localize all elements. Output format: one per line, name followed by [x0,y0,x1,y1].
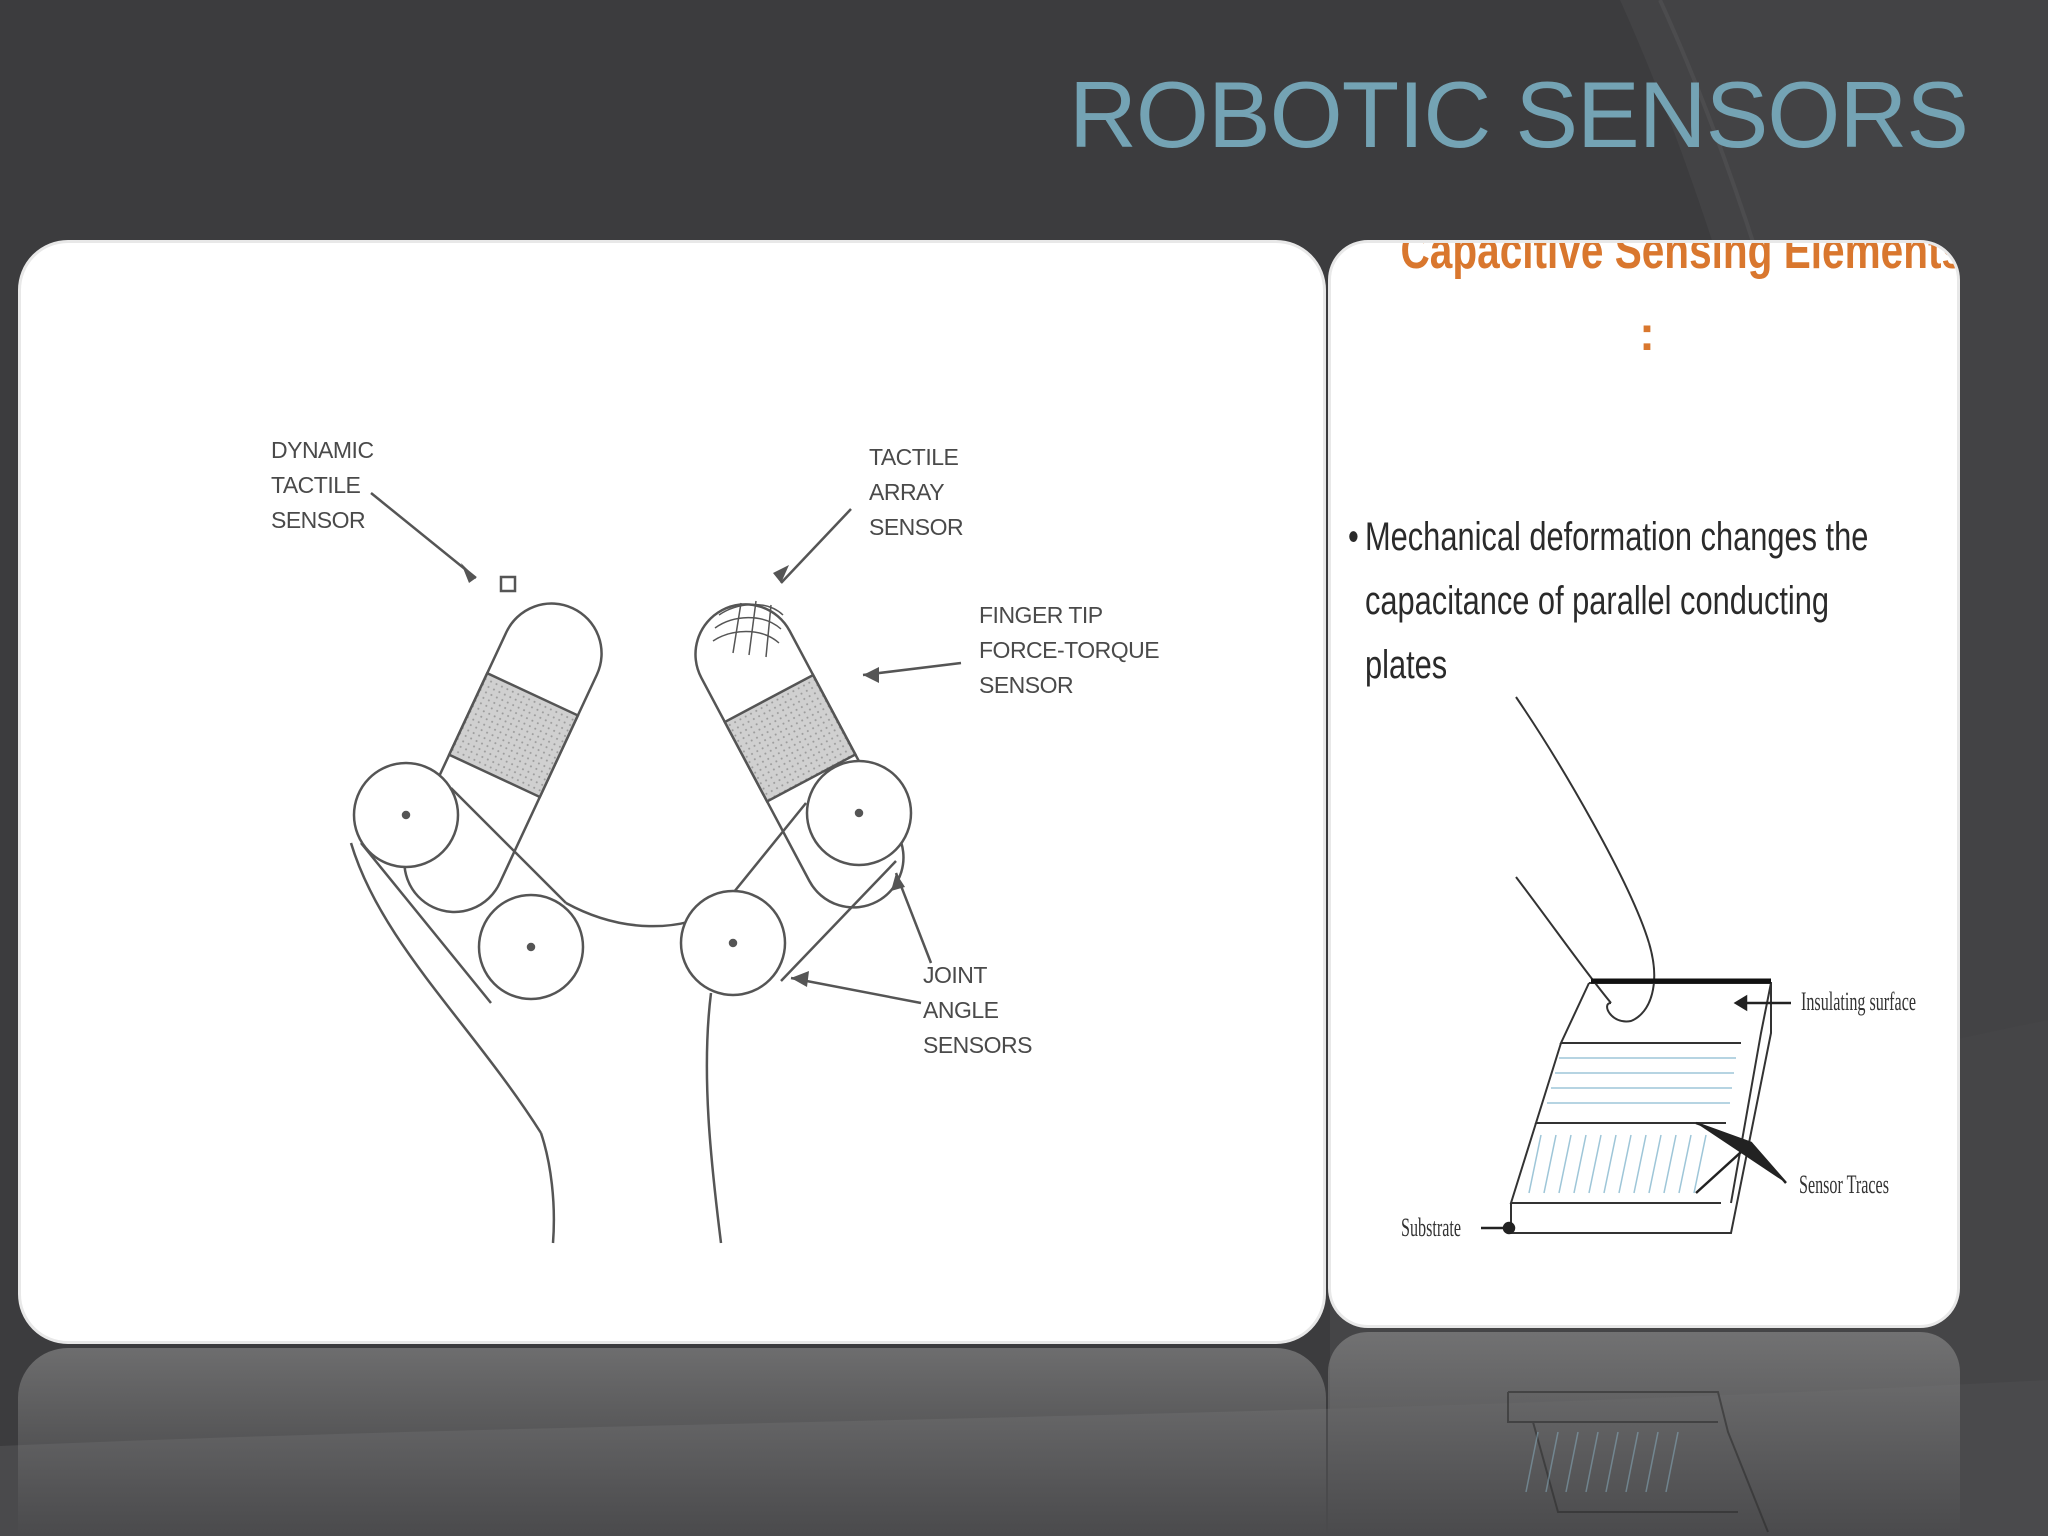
left-panel-reflection [18,1348,1326,1536]
leader-sensor-traces-2 [1695,1142,1752,1194]
leader-dynamic [370,492,477,579]
finger-outline-bottom [1515,876,1612,1004]
finger-outline-top [1515,696,1650,944]
right-panel-reflection [1328,1332,1960,1536]
reflected-plate-diagram [1507,1391,1769,1533]
gripper-diagram-panel: DYNAMIC TACTILE SENSOR TACTILE ARRAY SEN… [18,240,1326,1344]
label-dynamic-tactile-sensor: DYNAMIC TACTILE SENSOR [271,437,379,533]
bullet-dot: • [1348,515,1359,559]
label-joint-angle-sensors: JOINT ANGLE SENSORS [923,962,1032,1058]
plate-stack-outline [1541,982,1772,1234]
gripper-diagram: DYNAMIC TACTILE SENSOR TACTILE ARRAY SEN… [271,437,1165,1244]
fingertip [1606,942,1656,1023]
left-finger [403,602,603,914]
capacitive-heading: Capacitive Sensing Elements [1400,240,1960,280]
label-tactile-array-sensor: TACTILE ARRAY SENSOR [869,444,964,540]
slide-title: ROBOTIC SENSORS [1068,62,1969,167]
label-insulating-surface: Insulating surface [1801,987,1916,1016]
label-substrate: Substrate [1401,1213,1461,1242]
capacitive-sensing-panel: Capacitive Sensing Elements : • Mechanic… [1328,240,1960,1328]
label-sensor-traces: Sensor Traces [1799,1170,1889,1199]
capacitive-bullet-text: Mechanical deformation changes the capac… [1365,515,1869,687]
leader-joint-1 [894,872,933,964]
tactile-array-pattern [712,600,784,658]
capacitive-plate-diagram: Insulating surface Sensor Traces Substra… [1401,696,1916,1242]
dynamic-tactile-element [499,575,517,593]
capacitive-bullet: • Mechanical deformation changes the cap… [1348,505,1919,697]
leader-tactile-array [780,508,852,584]
capacitive-heading-colon: : [1639,308,1655,361]
sensor-trace-lines [1528,1057,1736,1194]
leader-joint-2 [790,976,922,1005]
label-finger-tip-force-torque-sensor: FINGER TIP FORCE-TORQUE SENSOR [979,602,1165,698]
leader-finger-tip [862,661,962,677]
